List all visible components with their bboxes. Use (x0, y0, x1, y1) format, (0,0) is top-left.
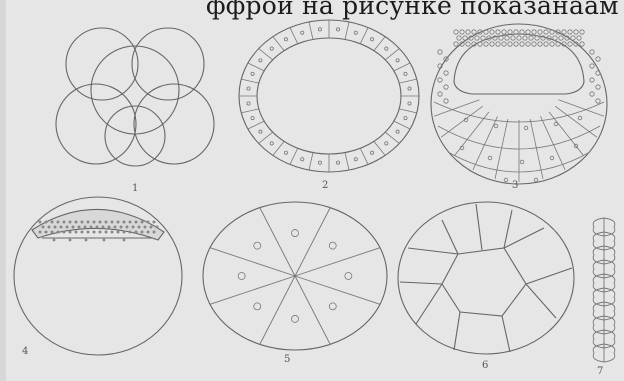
figure-2-blastula: 2 (234, 20, 424, 180)
figure-3-gastrula: 3 (426, 22, 616, 192)
figure-2-drawing (234, 20, 424, 180)
figure-5-drawing (200, 196, 390, 361)
figure-7-cell-column: 7 (584, 216, 624, 376)
figure-7-number: 7 (597, 366, 603, 377)
figure-6-drawing (394, 200, 584, 365)
figure-3-number: 3 (512, 180, 518, 191)
figure-1-drawing (40, 18, 230, 178)
figure-7-drawing (584, 216, 624, 376)
figure-5-radial-sectors: 5 (200, 196, 390, 361)
figure-4-number: 4 (22, 346, 28, 357)
figure-5-number: 5 (284, 354, 290, 365)
page-header-text: ффрой на рисунке показанаам (206, 0, 624, 20)
figure-4-blastodisc: 4 (12, 196, 192, 361)
figure-4-drawing (12, 196, 192, 361)
figure-2-number: 2 (322, 180, 328, 191)
figure-1-eight-cell-stage: 1 (40, 18, 230, 178)
figure-3-drawing (426, 22, 616, 192)
figure-6-polygonal-cells: 6 (394, 200, 584, 365)
page-edge (0, 0, 6, 381)
figure-6-number: 6 (482, 360, 488, 371)
figure-1-number: 1 (132, 183, 138, 194)
